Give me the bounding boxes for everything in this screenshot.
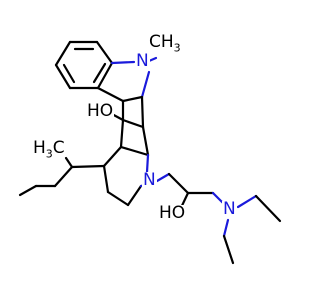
bond: [95, 40, 114, 65]
indole-nitrogen-label: N: [135, 51, 150, 71]
bond: [222, 234, 235, 265]
bond-to-ch3: [64, 156, 74, 169]
bond: [54, 40, 72, 67]
bond: [140, 95, 145, 129]
bond: [106, 190, 130, 207]
bond-to-n: [155, 172, 171, 183]
bond: [121, 95, 144, 103]
hydroxyl-label-chain: HO: [158, 203, 187, 223]
benzene-ring: [54, 40, 114, 90]
bond: [54, 63, 72, 90]
bridge-nitrogen-label: N: [142, 170, 157, 190]
hydroxyl-label-left: HO: [86, 101, 115, 121]
double-bond-inner: [62, 63, 76, 84]
molecule-canvas: N CH3 HO H3C N HO N: [18, 32, 282, 265]
indoline-ring: [96, 56, 158, 103]
bond-to-n: [140, 70, 151, 99]
sec-butyl-group: [18, 156, 106, 197]
bond: [119, 118, 125, 149]
bond: [70, 164, 106, 169]
diethylamino-group: [222, 194, 282, 265]
bond: [18, 184, 38, 197]
bond: [53, 165, 74, 188]
bond-to-n: [145, 153, 150, 174]
bond: [126, 184, 143, 207]
structure-diagram: [18, 40, 282, 265]
bond: [167, 172, 190, 195]
bond-to-n: [110, 60, 136, 65]
bond: [102, 164, 110, 194]
bond: [141, 125, 150, 157]
bond: [121, 118, 145, 129]
bond: [96, 86, 125, 103]
bond-to-n: [236, 194, 258, 209]
diethyl-nitrogen-label: N: [222, 199, 237, 219]
bond-to-n: [222, 218, 230, 238]
bond: [254, 194, 282, 223]
bond: [102, 145, 123, 168]
double-bond-inner: [92, 62, 107, 84]
methyl-sidechain-label: H3C: [32, 138, 66, 161]
cage-core: [102, 95, 150, 207]
bond: [96, 61, 114, 90]
bond: [119, 145, 150, 157]
methyl-label: CH3: [148, 32, 182, 55]
